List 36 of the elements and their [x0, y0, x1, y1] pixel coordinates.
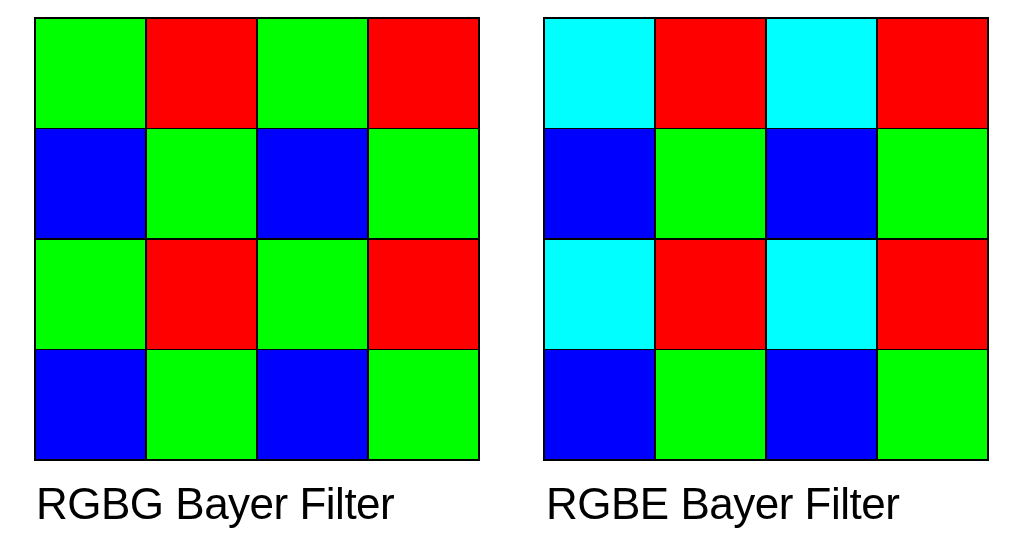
filter-cell [36, 350, 146, 459]
filter-cell [877, 239, 987, 349]
filter-cell [766, 350, 877, 459]
filter-cell [36, 239, 146, 349]
filter-cell [655, 19, 766, 128]
filter-cell [146, 129, 257, 239]
filter-cell [545, 350, 655, 459]
filter-cell [257, 350, 368, 459]
filter-cell [146, 350, 257, 459]
filter-cell [655, 129, 766, 239]
bayer-filter-grid [34, 17, 480, 461]
filter-cell [36, 129, 146, 239]
filter-cell [877, 350, 987, 459]
filter-cell [545, 239, 655, 349]
filter-cell [877, 129, 987, 239]
filter-cell [257, 129, 368, 239]
filter-cell [655, 350, 766, 459]
filter-cell [545, 19, 655, 128]
filter-cell [766, 129, 877, 239]
bayer-filter-grid [543, 17, 989, 461]
filter-caption: RGBE Bayer Filter [546, 478, 900, 530]
filter-cell [766, 239, 877, 349]
filter-cell [368, 350, 478, 459]
filter-cell [146, 239, 257, 349]
filter-caption: RGBG Bayer Filter [36, 478, 395, 530]
filter-cell [877, 19, 987, 128]
filter-cell [257, 239, 368, 349]
filter-cell [36, 19, 146, 128]
filter-cell [368, 19, 478, 128]
filter-cell [766, 19, 877, 128]
filter-cell [368, 239, 478, 349]
filter-cell [368, 129, 478, 239]
filter-cell [655, 239, 766, 349]
filter-cell [545, 129, 655, 239]
filter-cell [257, 19, 368, 128]
filter-cell [146, 19, 257, 128]
